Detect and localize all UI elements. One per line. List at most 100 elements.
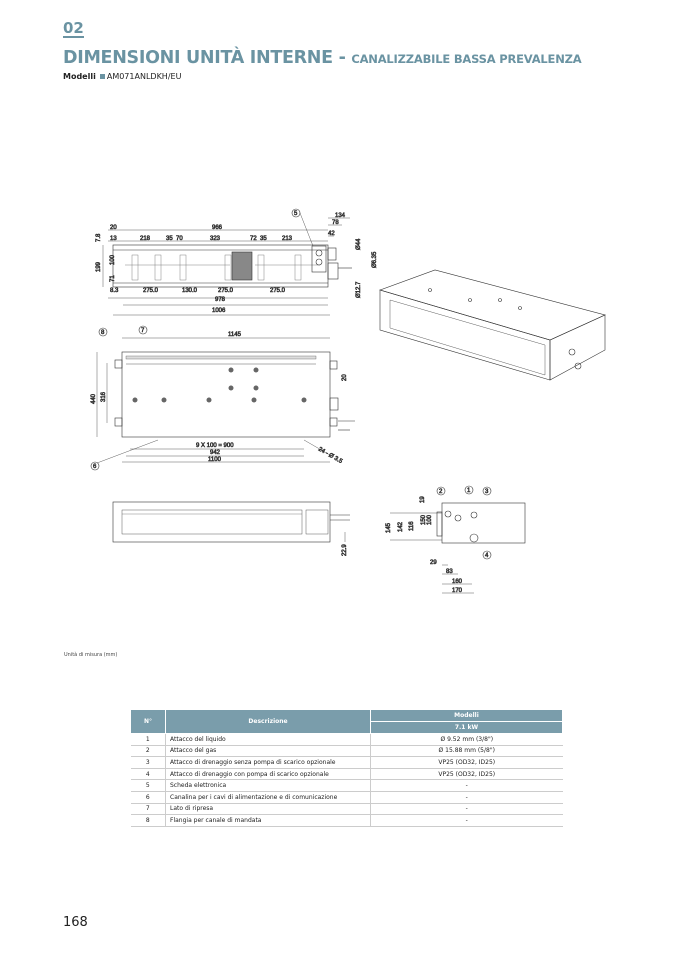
- page-title: DIMENSIONI UNITÀ INTERNE - CANALIZZABILE…: [63, 48, 582, 68]
- models-line: Modelli AM071ANLDKH/EU: [63, 72, 181, 81]
- callout-number: 3: [485, 489, 489, 495]
- top-view-drawing: 8 7 1145 440 316 20 9 X 100 = 900 942 11…: [90, 325, 355, 471]
- dim-label: 72: [250, 236, 257, 242]
- callout-number: 4: [485, 553, 489, 559]
- dim-label: 1145: [228, 332, 242, 338]
- dim-label: 22.9: [342, 544, 348, 556]
- callout-number: 2: [439, 489, 443, 495]
- row-value: Ø 9.52 mm (3/8"): [370, 733, 563, 746]
- dim-label: 70: [176, 236, 183, 242]
- dim-label: 145: [386, 522, 392, 533]
- dim-label: 100: [110, 254, 116, 265]
- title-sub: CANALIZZABILE BASSA PREVALENZA: [351, 52, 582, 66]
- callout-number: 5: [294, 211, 298, 217]
- dim-label: Ø44: [356, 238, 362, 250]
- row-description: Attacco del gas: [165, 745, 371, 758]
- row-number: 4: [130, 768, 166, 781]
- dim-label: 134: [335, 213, 346, 219]
- header-capacity: 7.1 kW: [370, 721, 563, 734]
- row-description: Attacco del liquido: [165, 733, 371, 746]
- unit-note: Unità di misura (mm): [64, 652, 118, 658]
- dim-label: 100: [427, 514, 433, 525]
- dim-label: 978: [215, 297, 226, 303]
- front-view-drawing: 20 966 13 218 35 70 323 72 35 213 134 78…: [96, 208, 378, 316]
- dim-label: 1100: [208, 457, 222, 463]
- header-models: Modelli: [370, 709, 563, 722]
- row-number: 3: [130, 756, 166, 769]
- side-view-drawing: 22.9: [112, 501, 350, 556]
- dim-label: 19: [420, 496, 426, 503]
- dim-label: 9 X 100 = 900: [196, 443, 234, 449]
- callout-number: 7: [141, 328, 145, 334]
- row-value: Ø 15.88 mm (5/8"): [370, 745, 563, 758]
- row-description: Canalina per i cavi di alimentazione e d…: [165, 791, 371, 804]
- row-description: Scheda elettronica: [165, 779, 371, 792]
- row-description: Attacco di drenaggio senza pompa di scar…: [165, 756, 371, 769]
- callout-number: 6: [93, 464, 97, 470]
- dim-label: Ø6.35: [372, 251, 378, 268]
- dim-label: 275.0: [143, 288, 159, 294]
- callout-number: 1: [467, 488, 471, 494]
- dim-label: 275.0: [218, 288, 234, 294]
- dim-label: 78: [332, 220, 339, 226]
- dim-label: 440: [91, 393, 97, 404]
- row-number: 5: [130, 779, 166, 792]
- header-number: N°: [130, 709, 166, 734]
- page-number: 168: [63, 915, 88, 930]
- dim-label: 170: [452, 588, 463, 594]
- header-description: Descrizione: [165, 709, 371, 734]
- dim-label: 35: [166, 236, 173, 242]
- dim-label: 130.0: [182, 288, 198, 294]
- dim-label: 20: [342, 374, 348, 381]
- callout-number: 8: [101, 330, 105, 336]
- dim-label: Ø12.7: [356, 281, 362, 298]
- end-view-drawing: 2 1 3 19 145 142 116 150 100 4 29 83 160…: [386, 485, 526, 594]
- row-number: 6: [130, 791, 166, 804]
- dim-label: 966: [212, 225, 223, 231]
- row-description: Lato di ripresa: [165, 803, 371, 816]
- row-value: VP25 (OD32, ID25): [370, 768, 563, 781]
- dim-label: 20: [110, 225, 117, 231]
- dim-label: 1006: [212, 308, 226, 314]
- title-main: DIMENSIONI UNITÀ INTERNE -: [63, 48, 352, 68]
- dim-label: 213: [282, 236, 293, 242]
- bullet-icon: [99, 74, 105, 79]
- dim-label: 199: [96, 261, 102, 272]
- row-value: -: [370, 779, 563, 792]
- row-value: -: [370, 814, 563, 827]
- dim-label: 160: [452, 579, 463, 585]
- row-description: Attacco di drenaggio con pompa di scaric…: [165, 768, 371, 781]
- dim-label: 71: [110, 275, 116, 282]
- row-value: VP25 (OD32, ID25): [370, 756, 563, 769]
- row-value: -: [370, 791, 563, 804]
- dim-label: 42: [328, 231, 335, 237]
- dim-label: 7.8: [96, 233, 102, 242]
- dim-label: 83: [446, 569, 453, 575]
- dim-label: 316: [101, 391, 107, 402]
- row-description: Flangia per canale di mandata: [165, 814, 371, 827]
- dim-label: 116: [409, 521, 415, 531]
- dim-label: 142: [398, 521, 404, 532]
- models-label: Modelli: [63, 72, 96, 81]
- section-number: 02: [63, 19, 84, 38]
- row-number: 1: [130, 733, 166, 746]
- dim-label: 942: [210, 450, 221, 456]
- isometric-view-drawing: [379, 269, 606, 381]
- row-number: 2: [130, 745, 166, 758]
- row-value: -: [370, 803, 563, 816]
- dim-label: 150: [421, 514, 427, 525]
- row-number: 8: [130, 814, 166, 827]
- dim-label: 218: [140, 236, 151, 242]
- model-code: AM071ANLDKH/EU: [106, 72, 182, 81]
- dim-label: 24 - Ø 3.5: [317, 447, 344, 466]
- dim-label: 323: [210, 236, 221, 242]
